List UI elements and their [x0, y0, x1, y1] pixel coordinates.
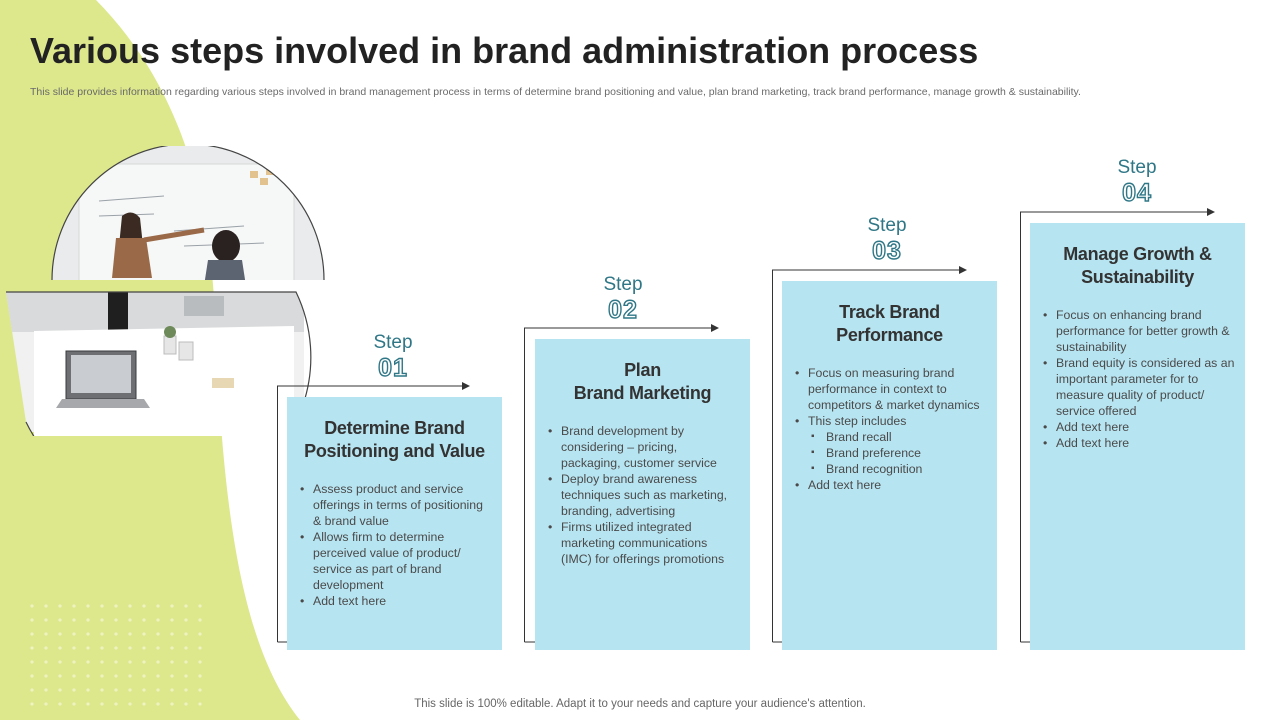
card-title-line: Positioning and Value	[304, 441, 485, 461]
step-number: 03	[871, 236, 902, 265]
card-title: Determine Brand Positioning and Value	[297, 417, 492, 463]
bullet-list: Assess product and service offerings in …	[297, 481, 492, 609]
office-meeting-photo	[6, 146, 325, 436]
bullet-item: Focus on enhancing brand performance for…	[1040, 307, 1235, 355]
bullet-item: Focus on measuring brand performance in …	[792, 365, 987, 413]
bullet-item: Assess product and service offerings in …	[297, 481, 492, 529]
step-label: Step	[603, 274, 643, 295]
bullet-item: Add text here	[1040, 435, 1235, 451]
step-card: Determine Brand Positioning and Value As…	[287, 397, 502, 650]
step-card: Track Brand Performance Focus on measuri…	[782, 281, 997, 650]
card-title: Manage Growth & Sustainability	[1040, 243, 1235, 289]
bullet-item: Brand equity is considered as an importa…	[1040, 355, 1235, 419]
bullet-item: Add text here	[792, 477, 987, 493]
step-card: Manage Growth & Sustainability Focus on …	[1030, 223, 1245, 650]
bullet-list: Focus on measuring brand performance in …	[792, 365, 987, 493]
bullet-item: Allows firm to determine perceived value…	[297, 529, 492, 593]
card-title-line: Sustainability	[1081, 267, 1194, 287]
step-label: Step	[1117, 157, 1157, 178]
bullet-item: This step includes	[792, 413, 987, 429]
bullet-item: Firms utilized integrated marketing comm…	[545, 519, 740, 567]
card-title: Plan Brand Marketing	[545, 359, 740, 405]
bullet-list: Focus on enhancing brand performance for…	[1040, 307, 1235, 451]
bullet-list: Brand development by considering – prici…	[545, 423, 740, 567]
card-title: Track Brand Performance	[792, 301, 987, 347]
card-title-line: Manage Growth &	[1063, 244, 1212, 264]
sub-bullet-item: Brand preference	[792, 445, 987, 461]
page-title: Various steps involved in brand administ…	[30, 30, 979, 71]
card-title-line: Determine Brand	[324, 418, 465, 438]
bullet-item: Add text here	[297, 593, 492, 609]
step-number: 01	[377, 353, 408, 382]
step-card: Plan Brand Marketing Brand development b…	[535, 339, 750, 650]
bullet-item: Deploy brand awareness techniques such a…	[545, 471, 740, 519]
step-label: Step	[867, 215, 907, 236]
card-title-line: Track Brand	[839, 302, 940, 322]
card-title-line: Brand Marketing	[573, 383, 712, 403]
bullet-item: Brand development by considering – prici…	[545, 423, 740, 471]
card-title-line: Plan	[624, 360, 661, 380]
slide-description: This slide provides information regardin…	[30, 86, 1081, 98]
step-number: 04	[1121, 178, 1152, 207]
step-number: 02	[607, 295, 638, 324]
footer-note: This slide is 100% editable. Adapt it to…	[414, 698, 866, 710]
bullet-item: Add text here	[1040, 419, 1235, 435]
card-title-line: Performance	[836, 325, 943, 345]
sub-bullet-item: Brand recall	[792, 429, 987, 445]
step-label: Step	[373, 332, 413, 353]
sub-bullet-item: Brand recognition	[792, 461, 987, 477]
